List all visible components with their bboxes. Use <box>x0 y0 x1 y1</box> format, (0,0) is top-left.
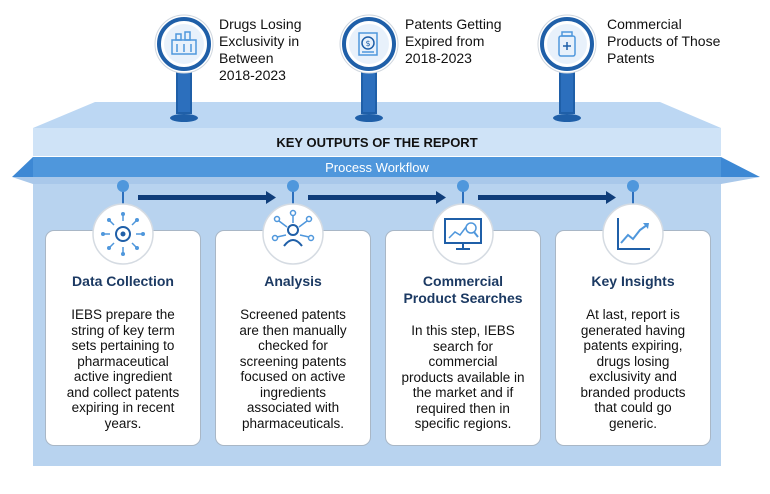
step-card-key-insights: Key Insights At last, report is generate… <box>555 230 711 446</box>
coin-document-icon: $ <box>358 32 378 56</box>
step-card-product-searches: Commercial Product Searches In this step… <box>385 230 541 446</box>
key-outputs-band: KEY OUTPUTS OF THE REPORT <box>33 128 721 156</box>
step-description: IEBS prepare the string of key term sets… <box>66 307 180 431</box>
trend-chart-icon <box>602 203 664 265</box>
step-description: At last, report is generated having pate… <box>580 307 686 431</box>
step-title: Analysis <box>264 273 322 289</box>
step-card-data-collection: Data Collection IEBS prepare the string … <box>45 230 201 446</box>
top-item-title-2: Patents Getting Expired from 2018-2023 <box>405 16 502 66</box>
top-item-title-3: Commercial Products of Those Patents <box>607 16 721 66</box>
top-item-title-1: Drugs Losing Exclusivity in Between 2018… <box>219 16 302 83</box>
people-network-icon <box>262 203 324 265</box>
step-description: Screened patents are then manually check… <box>239 307 347 431</box>
gear-network-icon <box>92 203 154 265</box>
step-title: Data Collection <box>72 273 174 289</box>
factory-icon <box>171 31 197 55</box>
medicine-bottle-icon <box>558 31 576 57</box>
process-workflow-band: Process Workflow <box>33 157 721 177</box>
step-title: Commercial Product Searches <box>403 273 523 306</box>
step-title: Key Insights <box>591 273 675 289</box>
step-description: In this step, IEBS search for commercial… <box>401 323 525 431</box>
monitor-search-icon <box>432 203 494 265</box>
svg-text:$: $ <box>365 39 370 48</box>
